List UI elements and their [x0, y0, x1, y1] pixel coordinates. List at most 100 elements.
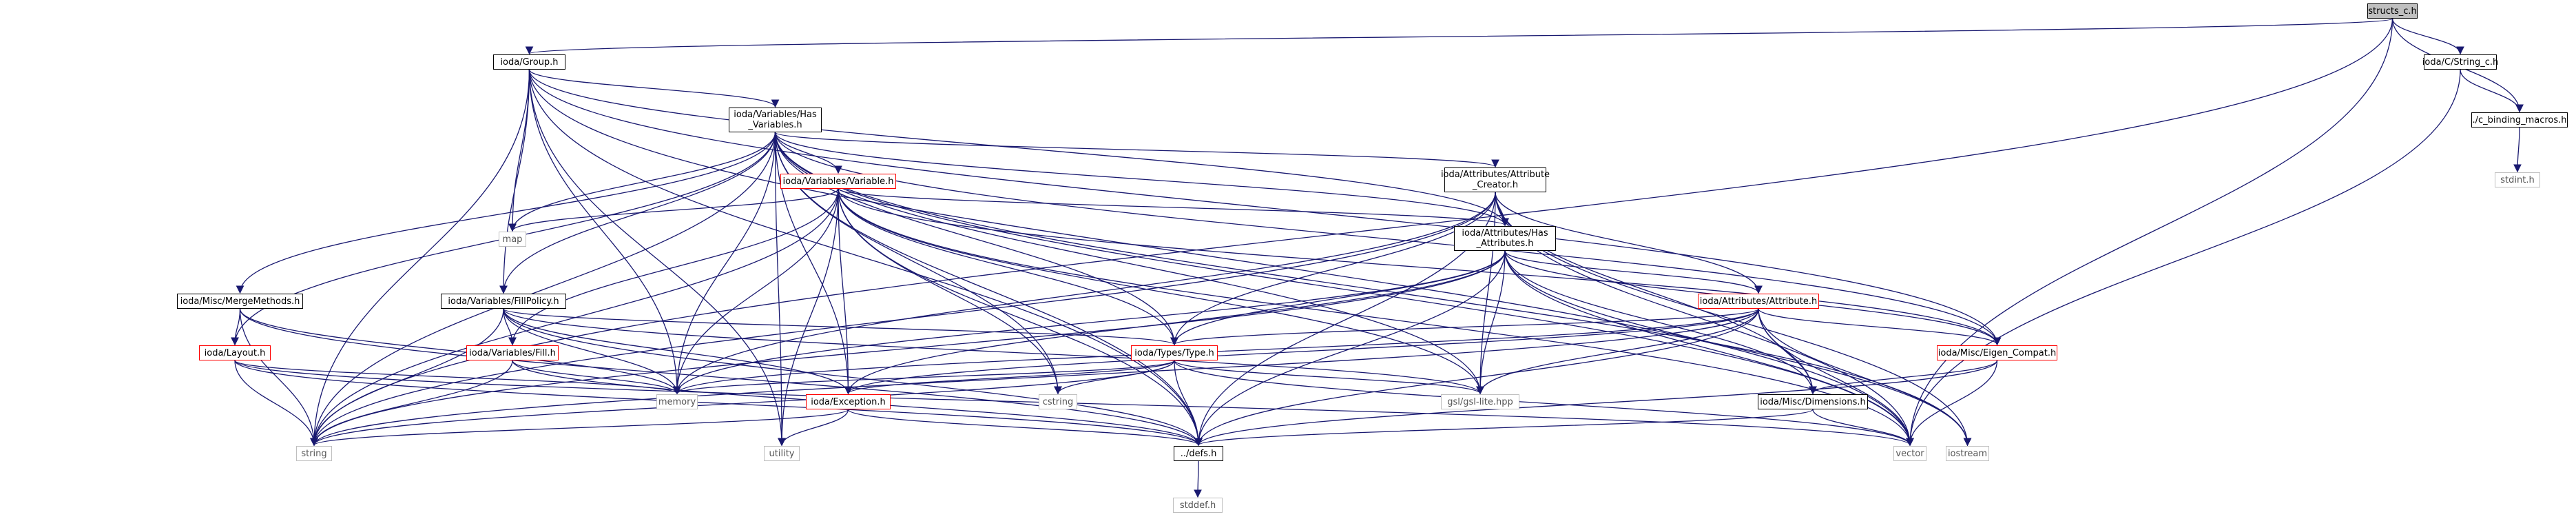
- edge-attr-creator-to-memory: [673, 192, 1496, 395]
- edge-structs-c-to-string: [310, 18, 2393, 447]
- edge-has-vars-to-string: [310, 132, 776, 447]
- edge-has-vars-to-has-attrs: [774, 132, 1509, 227]
- edge-fillpolicy-to-exception: [503, 308, 853, 395]
- edge-exception-to-utility: [778, 409, 849, 447]
- edge-exception-to-string: [310, 409, 849, 447]
- edge-layout-to-defs: [234, 360, 1203, 447]
- node-mergemethods[interactable]: ioda/Misc/MergeMethods.h: [177, 294, 303, 309]
- node-dimensions[interactable]: ioda/Misc/Dimensions.h: [1758, 394, 1868, 409]
- edge-has-vars-to-memory: [673, 132, 776, 395]
- node-attr-creator[interactable]: ioda/Attributes/Attribute _Creator.h: [1441, 167, 1550, 192]
- edge-group-to-fillpolicy: [499, 69, 530, 294]
- edge-type-to-vector: [1174, 360, 1914, 447]
- edge-exception-to-defs: [847, 409, 1203, 447]
- edge-variable-to-has-attrs: [838, 188, 1509, 227]
- edges-layer: [231, 18, 2524, 498]
- edge-mergemethods-to-memory: [239, 308, 681, 395]
- edge-fill-to-memory: [512, 360, 681, 395]
- edge-structs-c-to-vector: [1906, 18, 2393, 447]
- edge-layout-to-string: [234, 360, 318, 447]
- edge-group-to-has-attrs: [528, 69, 1509, 227]
- edge-type-to-gsl: [1174, 360, 1484, 395]
- edge-has-attrs-to-memory: [673, 250, 1506, 395]
- edge-variable-to-exception: [838, 188, 853, 395]
- edge-group-to-utility: [528, 69, 786, 447]
- edge-has-attrs-to-dimensions: [1504, 250, 1817, 395]
- edge-c-binding-to-stdint: [2513, 127, 2522, 173]
- edge-has-attrs-to-defs: [1194, 250, 1506, 447]
- node-gsl: gsl/gsl-lite.hpp: [1441, 394, 1519, 409]
- edge-has-vars-to-utility: [774, 132, 786, 447]
- node-stddef: stddef.h: [1173, 498, 1223, 513]
- node-attribute[interactable]: ioda/Attributes/Attribute.h: [1698, 294, 1819, 309]
- edge-has-vars-to-attr-creator: [774, 132, 1499, 168]
- node-c-binding[interactable]: ./c_binding_macros.h: [2471, 112, 2568, 128]
- edge-mergemethods-to-string: [239, 308, 318, 447]
- node-iostream: iostream: [1946, 446, 1989, 461]
- edge-mergemethods-to-defs: [239, 308, 1203, 447]
- edge-fillpolicy-to-gsl: [503, 308, 1484, 395]
- edge-fillpolicy-to-defs: [503, 308, 1203, 447]
- edge-attr-creator-to-type: [1170, 192, 1496, 346]
- node-defs[interactable]: ../defs.h: [1174, 446, 1223, 461]
- edge-fillpolicy-to-type: [503, 308, 1178, 346]
- edge-structs-c-to-group: [526, 18, 2393, 55]
- node-string: string: [296, 446, 332, 461]
- edge-type-to-memory: [673, 360, 1175, 395]
- edge-attribute-to-eigen: [1758, 308, 2002, 346]
- edge-dimensions-to-vector: [1812, 409, 1914, 447]
- node-exception[interactable]: ioda/Exception.h: [806, 394, 891, 409]
- node-utility: utility: [764, 446, 800, 461]
- node-eigen[interactable]: ioda/Misc/Eigen_Compat.h: [1937, 345, 2057, 360]
- edge-has-vars-to-exception: [774, 132, 853, 395]
- edge-attribute-to-string: [310, 308, 1759, 447]
- edge-has-vars-to-eigen: [774, 132, 2002, 346]
- node-memory: memory: [656, 394, 698, 409]
- edge-attribute-to-defs: [1194, 308, 1759, 447]
- node-c-string[interactable]: ioda/C/String_c.h: [2422, 54, 2498, 70]
- edge-has-attrs-to-vector: [1504, 250, 1914, 447]
- edge-dimensions-to-defs: [1194, 409, 1814, 447]
- node-cstring: cstring: [1039, 394, 1077, 409]
- edge-attr-creator-to-string: [310, 192, 1496, 447]
- edge-group-to-eigen: [528, 69, 2002, 346]
- edge-variable-to-memory: [673, 188, 839, 395]
- edge-group-to-has-vars: [528, 69, 780, 108]
- edge-attribute-to-gsl: [1476, 308, 1759, 395]
- edge-structs-c-to-c-string: [2391, 18, 2464, 55]
- edge-variable-to-utility: [778, 188, 839, 447]
- edge-has-attrs-to-iostream: [1504, 250, 1972, 447]
- node-structs-c[interactable]: structs_c.h: [2367, 3, 2418, 19]
- node-fill[interactable]: ioda/Variables/Fill.h: [466, 345, 559, 360]
- node-has-vars[interactable]: ioda/Variables/Has _Variables.h: [729, 108, 822, 132]
- edge-has-attrs-to-gsl: [1476, 250, 1506, 395]
- edge-attribute-to-type: [1170, 308, 1759, 346]
- edge-has-vars-to-type: [774, 132, 1178, 346]
- edge-attr-creator-to-gsl: [1476, 192, 1496, 395]
- node-variable[interactable]: ioda/Variables/Variable.h: [780, 174, 896, 189]
- edge-has-vars-to-map: [508, 132, 776, 232]
- edge-c-string-to-vector: [1906, 69, 2461, 447]
- node-group[interactable]: ioda/Group.h: [493, 54, 565, 70]
- edge-eigen-to-defs: [1194, 360, 1998, 447]
- edge-variable-to-gsl: [838, 188, 1484, 395]
- edge-fillpolicy-to-string: [310, 308, 504, 447]
- node-vector: vector: [1893, 446, 1926, 461]
- edge-variable-to-type: [838, 188, 1178, 346]
- edge-variable-to-defs: [838, 188, 1203, 447]
- node-stdint: stdint.h: [2495, 172, 2540, 187]
- edge-has-vars-to-mergemethods: [236, 132, 776, 294]
- edge-attribute-to-vector: [1758, 308, 1914, 447]
- edge-eigen-to-vector: [1906, 360, 1998, 447]
- node-layout[interactable]: ioda/Layout.h: [199, 345, 271, 360]
- node-type[interactable]: ioda/Types/Type.h: [1131, 345, 1218, 360]
- node-has-attrs[interactable]: ioda/Attributes/Has _Attributes.h: [1454, 226, 1556, 251]
- edge-attr-creator-to-attribute: [1495, 192, 1763, 294]
- edge-group-to-memory: [528, 69, 681, 395]
- node-fillpolicy[interactable]: ioda/Variables/FillPolicy.h: [441, 294, 566, 309]
- edge-attribute-to-iostream: [1758, 308, 1972, 447]
- edge-attribute-to-memory: [673, 308, 1759, 395]
- edge-has-attrs-to-string: [310, 250, 1506, 447]
